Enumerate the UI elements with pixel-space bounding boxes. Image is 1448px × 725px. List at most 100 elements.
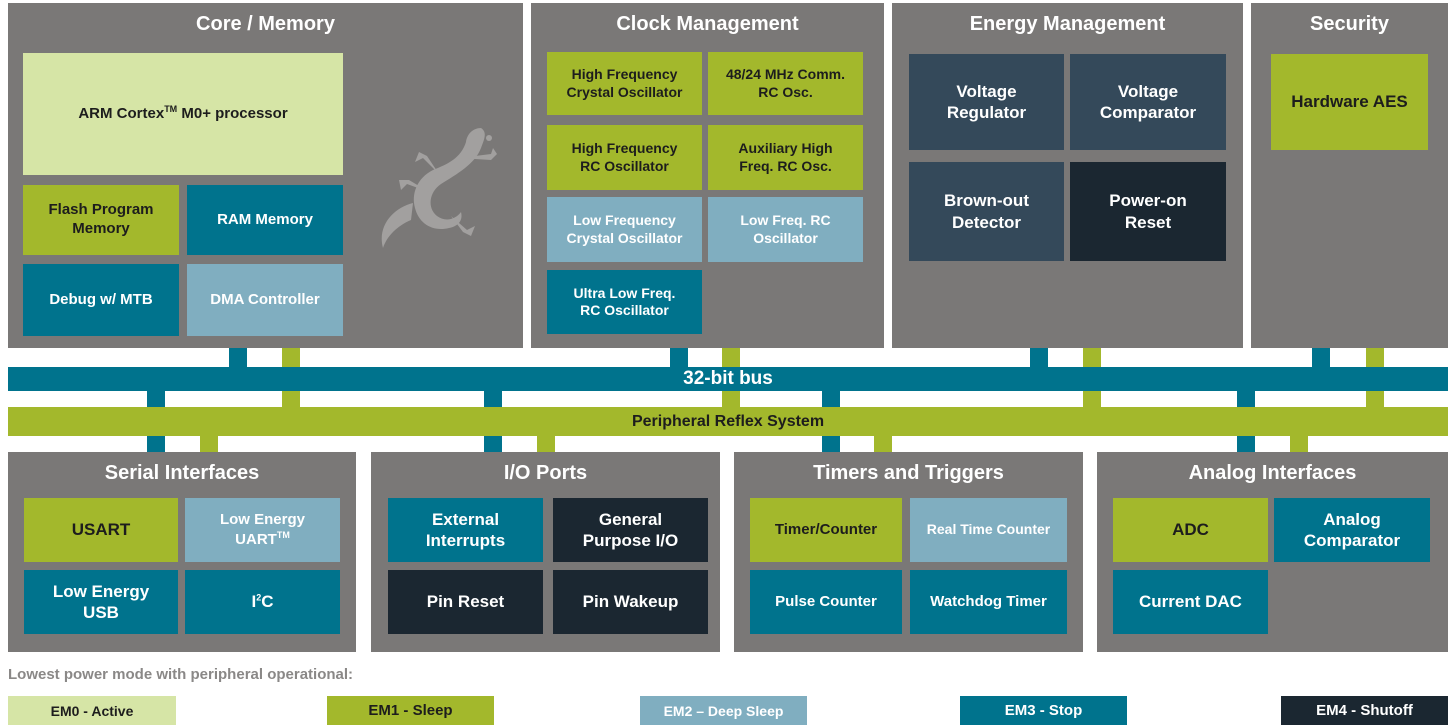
block-label: Ultra Low Freq. RC Oscillator <box>573 284 676 319</box>
panel-title: Timers and Triggers <box>813 462 1004 484</box>
processor-prefix: ARM Cortex <box>78 105 165 123</box>
panel-title: Core / Memory <box>196 13 335 35</box>
panel-io-ports: I/O Ports External Interrupts General Pu… <box>371 452 720 652</box>
panel-timers-triggers: Timers and Triggers Timer/Counter Real T… <box>734 452 1083 652</box>
block-label: High Frequency Crystal Oscillator <box>566 66 683 100</box>
legend-label: EM0 - Active <box>50 702 134 719</box>
usart[interactable]: USART <box>24 498 178 562</box>
comm-rc-oscillator[interactable]: 48/24 MHz Comm. RC Osc. <box>708 52 863 115</box>
i2c-sup: 2 <box>256 592 262 603</box>
connector <box>1312 348 1330 368</box>
current-dac[interactable]: Current DAC <box>1113 570 1268 634</box>
connector <box>670 348 688 368</box>
pin-wakeup[interactable]: Pin Wakeup <box>553 570 708 634</box>
low-energy-usb[interactable]: Low Energy USB <box>24 570 178 634</box>
block-label: Pulse Counter <box>775 592 877 610</box>
panel-title: I/O Ports <box>503 462 588 484</box>
legend-label: EM4 - Shutoff <box>1316 702 1413 719</box>
voltage-comparator[interactable]: Voltage Comparator <box>1070 54 1226 150</box>
legend-label: EM3 - Stop <box>1004 702 1083 719</box>
i2c-i: I <box>251 592 257 612</box>
dma-controller[interactable]: DMA Controller <box>187 264 343 336</box>
panel-title: Energy Management <box>969 13 1166 35</box>
pin-reset[interactable]: Pin Reset <box>388 570 543 634</box>
ram-memory[interactable]: RAM Memory <box>187 185 343 255</box>
connector <box>1030 348 1048 368</box>
debug-mtb[interactable]: Debug w/ MTB <box>23 264 179 336</box>
block-label: General Purpose I/O <box>582 509 679 550</box>
lf-crystal-oscillator[interactable]: Low Frequency Crystal Oscillator <box>547 197 702 262</box>
block-label: Low Freq. RC Oscillator <box>740 212 831 246</box>
panel-security: Security Hardware AES <box>1251 3 1448 348</box>
block-label: High Frequency RC Oscillator <box>571 140 678 174</box>
block-label: Voltage Regulator <box>946 81 1027 122</box>
bus-32bit: 32-bit bus <box>8 367 1448 391</box>
block-label: Pin Wakeup <box>582 592 679 612</box>
block-label: Voltage Comparator <box>1099 81 1197 122</box>
panel-analog-interfaces: Analog Interfaces ADC Analog Comparator … <box>1097 452 1448 652</box>
block-label: Low Energy USB <box>52 581 150 622</box>
block-label: 48/24 MHz Comm. RC Osc. <box>725 66 846 100</box>
general-purpose-io[interactable]: General Purpose I/O <box>553 498 708 562</box>
block-label: ADC <box>1172 520 1209 540</box>
external-interrupts[interactable]: External Interrupts <box>388 498 543 562</box>
lf-rc-oscillator[interactable]: Low Freq. RC Oscillator <box>708 197 863 262</box>
peripheral-reflex-system: Peripheral Reflex System <box>8 407 1448 436</box>
panel-core-memory: Core / Memory ARM CortexTM M0+ processor… <box>8 3 523 348</box>
pulse-counter[interactable]: Pulse Counter <box>750 570 902 634</box>
legend-label: EM1 - Sleep <box>368 702 453 719</box>
processor-suffix: M0+ processor <box>177 105 288 123</box>
block-label: RAM Memory <box>217 210 313 228</box>
hf-crystal-oscillator[interactable]: High Frequency Crystal Oscillator <box>547 52 702 115</box>
timer-counter[interactable]: Timer/Counter <box>750 498 902 562</box>
connector <box>1290 436 1308 454</box>
adc[interactable]: ADC <box>1113 498 1268 562</box>
block-label: Current DAC <box>1139 592 1242 612</box>
legend-em2: EM2 – Deep Sleep <box>640 696 807 725</box>
legend-heading: Lowest power mode with peripheral operat… <box>8 666 354 683</box>
block-label: Flash Program Memory <box>48 201 154 237</box>
i2c[interactable]: I2C <box>185 570 340 634</box>
block-label: Real Time Counter <box>926 521 1051 538</box>
panel-title: Analog Interfaces <box>1188 462 1357 484</box>
real-time-counter[interactable]: Real Time Counter <box>910 498 1067 562</box>
block-label: Timer/Counter <box>774 520 878 538</box>
block-label: Watchdog Timer <box>930 592 1047 610</box>
block-label: DMA Controller <box>210 290 320 308</box>
arm-cortex-processor[interactable]: ARM CortexTM M0+ processor <box>23 53 343 175</box>
block-label: Hardware AES <box>1291 92 1408 112</box>
watchdog-timer[interactable]: Watchdog Timer <box>910 570 1067 634</box>
block-label: External Interrupts <box>425 509 506 550</box>
brown-out-detector[interactable]: Brown-out Detector <box>909 162 1064 261</box>
block-label: Low Frequency Crystal Oscillator <box>566 212 683 246</box>
voltage-regulator[interactable]: Voltage Regulator <box>909 54 1064 150</box>
low-energy-uart[interactable]: Low Energy UARTTM <box>185 498 340 562</box>
connector <box>200 436 218 454</box>
trademark: TM <box>164 104 178 115</box>
aux-hf-rc-oscillator[interactable]: Auxiliary High Freq. RC Osc. <box>708 125 863 190</box>
block-label: Debug w/ MTB <box>49 290 153 308</box>
connector <box>537 436 555 454</box>
bus-label: 32-bit bus <box>683 368 773 389</box>
panel-clock-management: Clock Management High Frequency Crystal … <box>531 3 884 348</box>
block-label: Brown-out Detector <box>944 191 1029 232</box>
block-label: Pin Reset <box>426 592 505 612</box>
analog-comparator[interactable]: Analog Comparator <box>1274 498 1430 562</box>
legend-label: EM2 – Deep Sleep <box>663 702 784 719</box>
block-label: Analog Comparator <box>1303 509 1401 550</box>
ulf-rc-oscillator[interactable]: Ultra Low Freq. RC Oscillator <box>547 270 702 334</box>
legend-em0: EM0 - Active <box>8 696 176 725</box>
power-on-reset[interactable]: Power-on Reset <box>1070 162 1226 261</box>
block-label: Low Energy UART <box>219 510 305 548</box>
block-label: USART <box>71 520 131 540</box>
legend-em1: EM1 - Sleep <box>327 696 494 725</box>
panel-title: Clock Management <box>616 13 799 35</box>
gecko-icon <box>381 128 497 248</box>
prs-label: Peripheral Reflex System <box>631 412 825 430</box>
panel-title: Serial Interfaces <box>104 462 260 484</box>
hf-rc-oscillator[interactable]: High Frequency RC Oscillator <box>547 125 702 190</box>
legend-em3: EM3 - Stop <box>960 696 1127 725</box>
trademark: TM <box>276 529 290 540</box>
hardware-aes[interactable]: Hardware AES <box>1271 54 1428 150</box>
flash-program-memory[interactable]: Flash Program Memory <box>23 185 179 255</box>
